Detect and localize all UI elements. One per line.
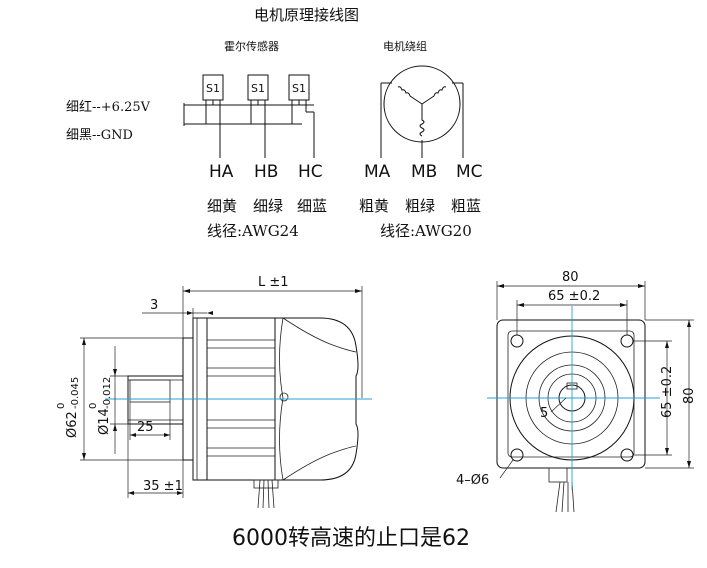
- pin-ma-color: 粗黄: [359, 197, 389, 215]
- pilot-dia-upper: 0: [56, 403, 67, 409]
- phase-wire-gauge: 线径:AWG20: [380, 222, 472, 240]
- hall-sensor-a: S1: [202, 74, 224, 101]
- dim-flange-thickness: 3: [150, 298, 158, 313]
- pin-hc: HC: [298, 162, 323, 182]
- supply-black-label: 细黑--GND: [66, 128, 133, 143]
- front-view: [487, 306, 660, 513]
- sensor-tag-c: S1: [292, 82, 306, 95]
- dim-mounting-holes: 4–Ø6: [456, 473, 489, 488]
- dim-front-height: 80: [682, 387, 697, 404]
- hall-wire-gauge: 线径:AWG24: [207, 222, 299, 240]
- dim-key-length: 25: [137, 420, 154, 435]
- dim-front-width: 80: [562, 270, 579, 285]
- sensor-tag-b: S1: [251, 82, 265, 95]
- hall-sensor-c: S1: [288, 74, 310, 101]
- sensor-tag-a: S1: [206, 82, 220, 95]
- pilot-dia-value: Ø62: [65, 411, 80, 438]
- dim-shaft-diameter: Ø14 0 -0.012: [88, 377, 113, 435]
- side-view: [105, 317, 372, 509]
- shaft-dia-value: Ø14: [97, 408, 112, 435]
- pin-mb-color: 粗绿: [405, 197, 435, 215]
- dim-key-width: 5: [540, 406, 548, 421]
- pin-hc-color: 细蓝: [297, 197, 327, 215]
- dim-hole-pitch-v-group: 65 ±0.2: [660, 366, 675, 418]
- pin-hb-color: 细绿: [253, 197, 283, 215]
- dim-length: L ±1: [258, 275, 289, 290]
- caption: 6000转高速的止口是62: [232, 526, 470, 551]
- hall-wiring: [183, 100, 315, 158]
- dim-pilot-diameter: Ø62 0 -0.045: [56, 377, 81, 438]
- front-view-dimensions: [496, 281, 694, 479]
- motor-winding-label: 电机绕组: [383, 39, 427, 53]
- supply-red-label: 细红--+6.25V: [66, 99, 151, 115]
- pilot-dia-lower: -0.045: [70, 377, 81, 409]
- pin-mc-color: 粗蓝: [451, 197, 481, 215]
- wiring-title: 电机原理接线图: [254, 6, 359, 24]
- pin-ha-color: 细黄: [207, 197, 237, 215]
- dim-shaft-length: 35 ±1: [143, 479, 183, 494]
- pin-mb: MB: [411, 162, 437, 182]
- pin-ha: HA: [209, 162, 234, 182]
- hall-sensor-label: 霍尔传感器: [224, 40, 279, 53]
- shaft-dia-lower: -0.012: [102, 377, 113, 409]
- motor-winding-symbol: [380, 65, 464, 158]
- shaft-dia-upper: 0: [88, 403, 99, 409]
- side-view-dimensions: [80, 286, 363, 498]
- pin-mc: MC: [456, 162, 483, 182]
- hall-sensor-b: S1: [247, 74, 269, 101]
- dim-hole-pitch-v: 65 ±0.2: [660, 366, 675, 418]
- dim-hole-pitch-h: 65 ±0.2: [548, 289, 600, 304]
- dim-front-height-group: 80: [682, 387, 697, 404]
- pin-hb: HB: [254, 162, 278, 182]
- pin-ma: MA: [364, 162, 391, 182]
